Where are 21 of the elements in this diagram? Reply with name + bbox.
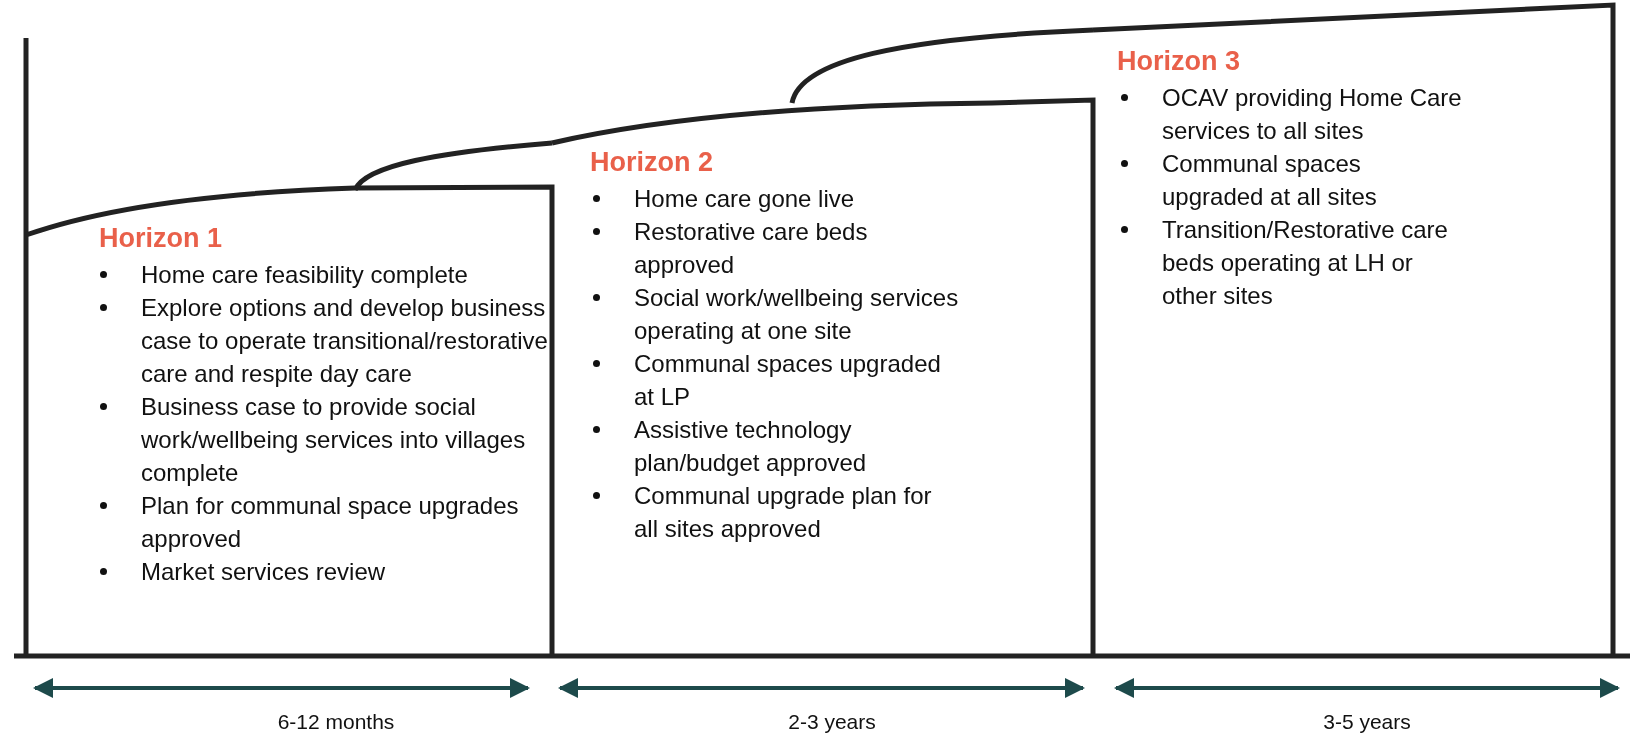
bullet-text: Restorative care beds approved (634, 218, 868, 278)
bullet-text: Home care feasibility complete (141, 261, 468, 288)
bullet-text: Market services review (141, 558, 386, 585)
horizon-heading: Horizon 1 (99, 222, 222, 254)
horizon-heading: Horizon 3 (1117, 45, 1240, 77)
bullet-text: Communal upgrade plan for all sites approved (634, 482, 932, 542)
duration-label: 6-12 months (277, 710, 395, 734)
bullet-text: Explore options and develop business case to operate transitional/restorative care and respite day care (141, 294, 548, 387)
bullet-text: Home care gone live (634, 185, 855, 212)
bullet-text: Plan for communal space upgrades approved (141, 492, 519, 552)
bullet-text: Assistive technology plan/budget approved (634, 416, 867, 476)
horizon-heading: Horizon 2 (590, 146, 713, 178)
bullet-text: Social work/wellbeing services operating at one site (634, 284, 959, 344)
bullet-text: Communal spaces upgraded at all sites (1162, 150, 1377, 210)
duration-label: 3-5 years (1323, 710, 1411, 734)
bullet-text: Business case to provide social work/wellbeing services into villages complete (141, 393, 526, 486)
bullet-text: Transition/Restorative care beds operating at LH or other sites (1162, 216, 1448, 309)
bullet-text: OCAV providing Home Care services to all sites (1162, 84, 1462, 144)
duration-label: 2-3 years (788, 710, 876, 734)
horizon-panel (552, 95, 1097, 657)
bullet-text: Communal spaces upgraded at LP (634, 350, 941, 410)
